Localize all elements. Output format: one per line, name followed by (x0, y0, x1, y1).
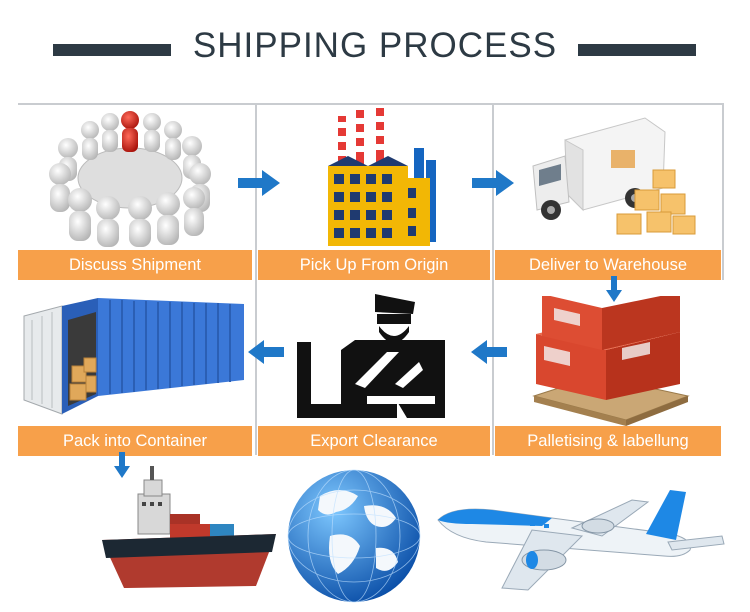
globe-icon (280, 466, 428, 606)
frame-divider-2 (492, 105, 494, 455)
meeting-people-icon (40, 108, 230, 248)
arrow-right-2 (472, 170, 514, 196)
delivery-truck-icon (525, 110, 705, 248)
step-label-pickup: Pick Up From Origin (258, 250, 490, 280)
step-palletising (530, 296, 694, 426)
step-label-discuss: Discuss Shipment (18, 250, 252, 280)
step-deliver-warehouse (525, 110, 705, 248)
step-label-export: Export Clearance (258, 426, 490, 456)
step-discuss-shipment (40, 108, 230, 248)
step-export-clearance (295, 292, 449, 424)
arrow-right-1 (238, 170, 280, 196)
shipping-container-icon (18, 296, 250, 426)
airplane-icon (432, 480, 732, 600)
customs-officer-icon (295, 292, 449, 424)
frame-divider-1 (255, 105, 257, 455)
transport-airplane (432, 480, 732, 600)
frame-top-line (18, 103, 724, 105)
transport-ship (100, 462, 280, 602)
cargo-ship-icon (100, 462, 280, 602)
frame-right-line (722, 105, 724, 280)
step-label-pack: Pack into Container (18, 426, 252, 456)
step-pick-up (318, 108, 448, 248)
step-pack-container (18, 296, 250, 426)
arrow-left-1 (248, 340, 284, 364)
title-bar-right (578, 44, 696, 56)
pallet-boxes-icon (530, 296, 694, 426)
arrow-left-2 (471, 340, 507, 364)
step-label-palletising: Palletising & labellung (495, 426, 721, 456)
transport-globe (280, 466, 428, 606)
factory-icon (318, 108, 448, 248)
